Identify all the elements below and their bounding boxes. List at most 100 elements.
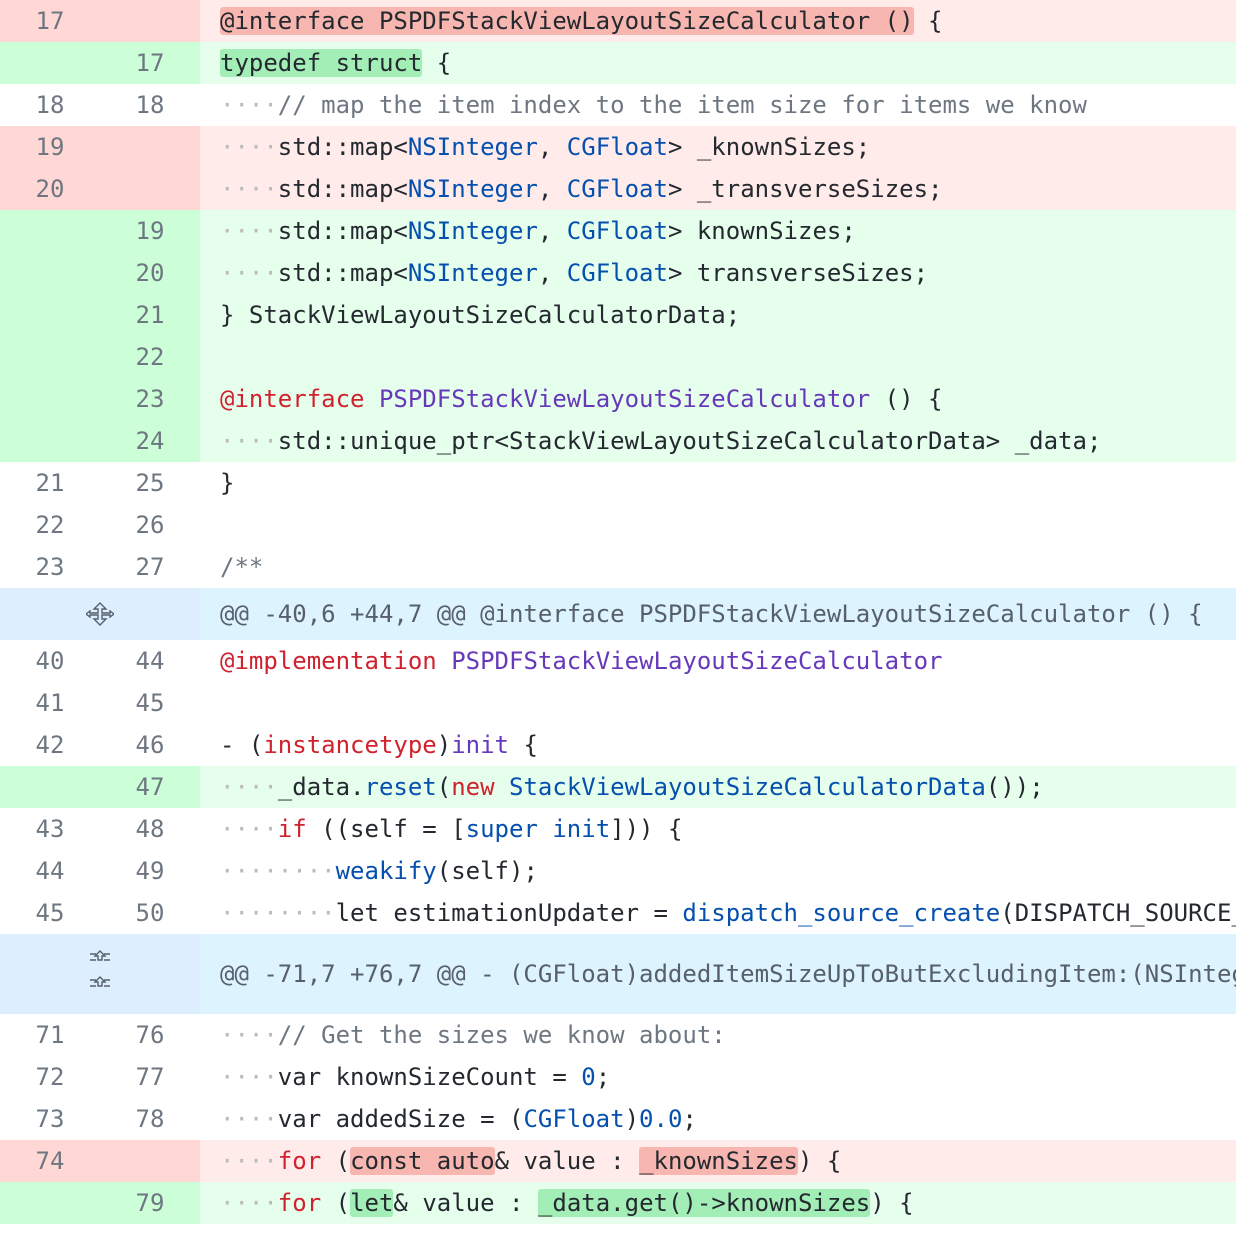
code-token: @@ -71,7 +76,7 @@ - (CGFloat)addedItemSi…	[220, 960, 1236, 988]
old-line-number[interactable]	[0, 420, 100, 462]
old-line-number[interactable]: 45	[35, 899, 65, 927]
old-line-number[interactable]	[0, 378, 100, 420]
old-line-number[interactable]: 40	[35, 647, 65, 675]
code-token: init	[552, 815, 611, 843]
hunk-header[interactable]: @@ -71,7 +76,7 @@ - (CGFloat)addedItemSi…	[0, 934, 1236, 1014]
new-line-number[interactable]: 20	[100, 252, 200, 294]
diff-line: 19····std::map<NSInteger, CGFloat> known…	[0, 210, 1236, 252]
code-token	[538, 815, 552, 843]
code-token: & value :	[494, 1147, 640, 1175]
new-line-number[interactable]: 44	[135, 647, 165, 675]
new-line-number[interactable]: 24	[100, 420, 200, 462]
code-content: /**	[200, 546, 1236, 588]
new-line-number[interactable]: 19	[100, 210, 200, 252]
new-line-number[interactable]: 23	[100, 378, 200, 420]
code-token: std::map<	[277, 259, 408, 287]
old-line-number[interactable]: 41	[35, 689, 65, 717]
new-line-number[interactable]: 79	[100, 1182, 200, 1224]
new-line-number[interactable]: 78	[135, 1105, 165, 1133]
old-line-number[interactable]	[0, 210, 100, 252]
code-token: if	[277, 815, 307, 843]
new-line-number[interactable]: 49	[135, 857, 165, 885]
code-token: std::map<	[277, 133, 408, 161]
old-line-number[interactable]: 71	[35, 1021, 65, 1049]
code-token: ])) {	[610, 815, 683, 843]
old-line-number[interactable]: 72	[35, 1063, 65, 1091]
old-line-number[interactable]: 18	[35, 91, 65, 119]
code-content: ····std::map<NSInteger, CGFloat> transve…	[200, 252, 1236, 294]
code-token: _data.get()->knownSizes	[537, 1189, 871, 1217]
code-token: (DISPATCH_SOURCE_	[1000, 899, 1236, 927]
code-token: 0	[581, 1063, 596, 1091]
new-line-number[interactable]: 45	[135, 689, 165, 717]
old-line-number[interactable]: 17	[0, 0, 100, 42]
old-line-number[interactable]: 44	[35, 857, 65, 885]
code-token: instancetype	[263, 731, 437, 759]
code-token: 0.0	[639, 1105, 683, 1133]
code-token: // Get the sizes we know about:	[277, 1021, 726, 1049]
old-line-number[interactable]	[0, 336, 100, 378]
new-line-number[interactable]: 26	[135, 511, 165, 539]
code-token: for	[277, 1189, 322, 1217]
code-token: ,	[537, 259, 567, 287]
expand-both-icon[interactable]	[86, 601, 114, 627]
code-content: ····var addedSize = (CGFloat)0.0;	[200, 1098, 1236, 1140]
code-token: ····	[220, 91, 278, 119]
new-line-number[interactable]	[100, 168, 200, 210]
code-token: {	[913, 7, 943, 35]
old-line-number[interactable]: 21	[35, 469, 65, 497]
code-token: reset	[364, 773, 437, 801]
new-line-number[interactable]: 47	[100, 766, 200, 808]
hunk-header[interactable]: @@ -40,6 +44,7 @@ @interface PSPDFStackV…	[0, 588, 1236, 640]
code-token: {	[422, 49, 452, 77]
old-line-number[interactable]: 19	[0, 126, 100, 168]
new-line-number[interactable]	[100, 0, 200, 42]
old-line-number[interactable]: 23	[35, 553, 65, 581]
code-content: ········let estimationUpdater = dispatch…	[200, 892, 1236, 934]
new-line-number[interactable]: 25	[135, 469, 165, 497]
code-token: std::map<	[277, 175, 408, 203]
code-token: CGFloat	[523, 1105, 625, 1133]
code-token: let	[350, 1189, 394, 1217]
code-content: @@ -40,6 +44,7 @@ @interface PSPDFStackV…	[200, 588, 1236, 640]
new-line-number[interactable]: 27	[135, 553, 165, 581]
old-line-number[interactable]	[0, 252, 100, 294]
code-token: () {	[870, 385, 943, 413]
code-token: NSInteger	[407, 175, 538, 203]
diff-line: 20····std::map<NSInteger, CGFloat> _tran…	[0, 168, 1236, 210]
old-line-number[interactable]: 73	[35, 1105, 65, 1133]
new-line-number[interactable]: 77	[135, 1063, 165, 1091]
code-token: } StackViewLayoutSizeCalculatorData;	[220, 301, 741, 329]
new-line-number[interactable]: 46	[135, 731, 165, 759]
old-line-number[interactable]: 22	[35, 511, 65, 539]
old-line-number[interactable]	[0, 766, 100, 808]
new-line-number[interactable]: 22	[100, 336, 200, 378]
old-line-number[interactable]	[0, 1182, 100, 1224]
expand-down-icon[interactable]	[86, 948, 114, 974]
code-token: CGFloat	[566, 217, 668, 245]
code-token: ····	[220, 1147, 278, 1175]
code-token: (	[321, 1189, 351, 1217]
old-line-number[interactable]: 43	[35, 815, 65, 843]
expand-up-icon[interactable]	[86, 974, 114, 1000]
old-line-number[interactable]: 20	[0, 168, 100, 210]
old-line-number[interactable]	[0, 294, 100, 336]
new-line-number[interactable]: 18	[135, 91, 165, 119]
new-line-number[interactable]: 17	[100, 42, 200, 84]
code-token: ········	[220, 899, 336, 927]
expand-button[interactable]	[0, 588, 200, 640]
new-line-number[interactable]: 76	[135, 1021, 165, 1049]
old-line-number[interactable]: 42	[35, 731, 65, 759]
code-token: ,	[537, 133, 567, 161]
new-line-number[interactable]: 50	[135, 899, 165, 927]
code-token: ····	[220, 133, 278, 161]
new-line-number[interactable]: 21	[100, 294, 200, 336]
new-line-number[interactable]	[100, 1140, 200, 1182]
new-line-number[interactable]: 48	[135, 815, 165, 843]
old-line-number[interactable]	[0, 42, 100, 84]
old-line-number[interactable]: 74	[0, 1140, 100, 1182]
expand-button[interactable]	[0, 934, 200, 1014]
new-line-number[interactable]	[100, 126, 200, 168]
